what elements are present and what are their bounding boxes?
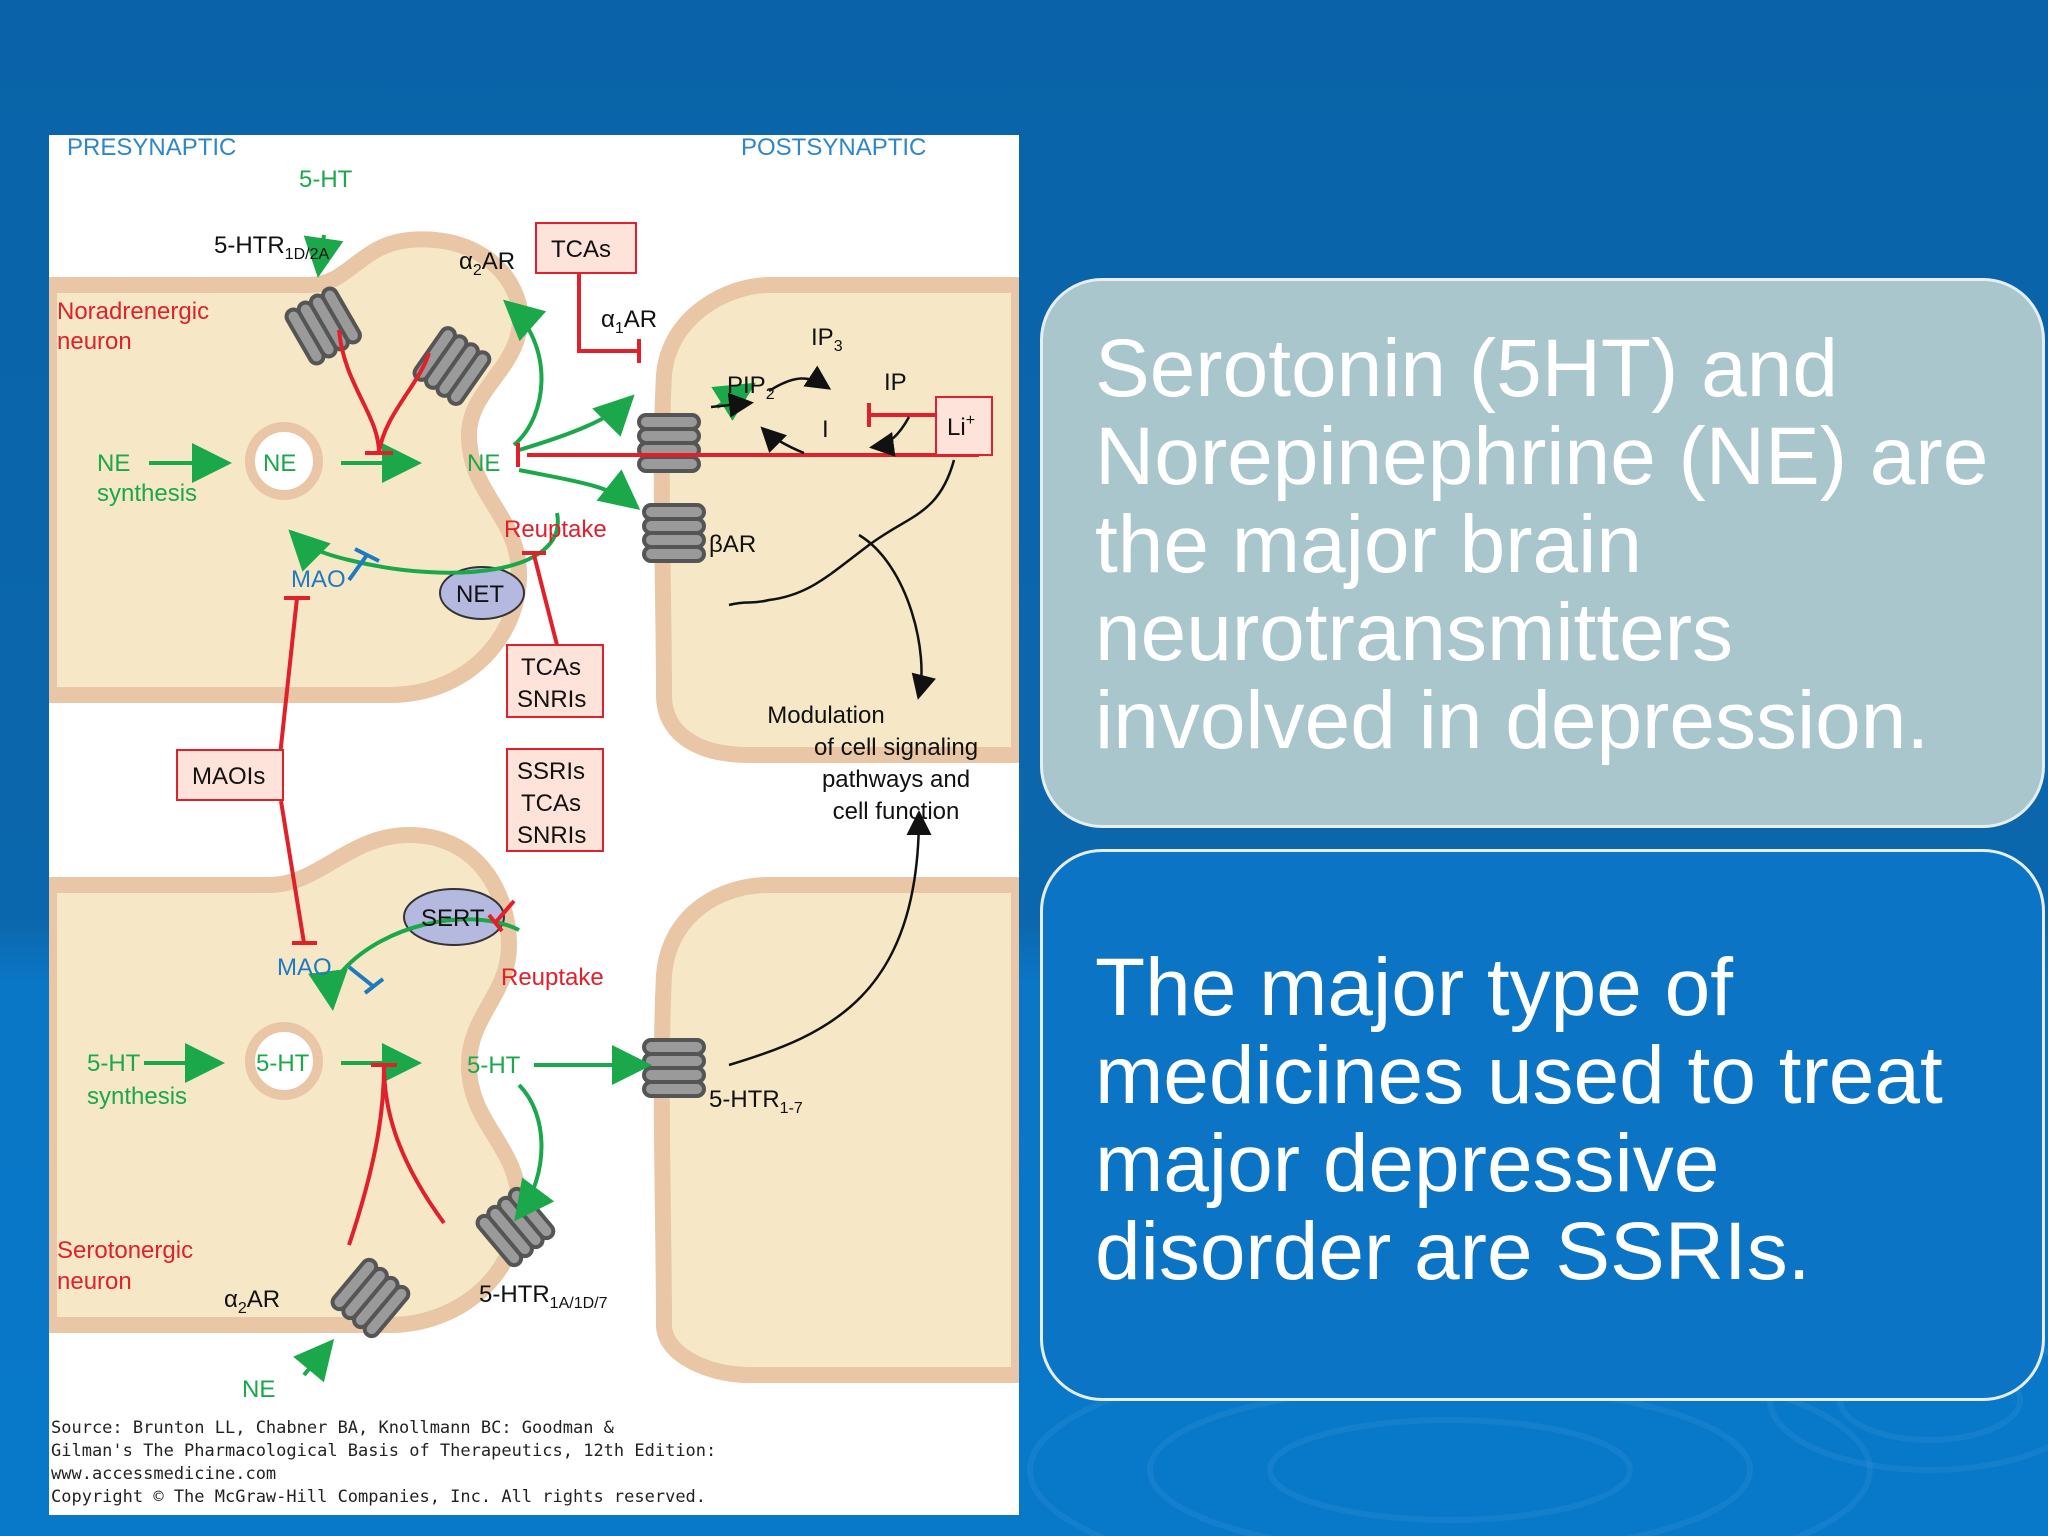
modulation-label-4: cell function (833, 798, 960, 825)
li-box (935, 396, 993, 456)
mao-top-label: MAO (291, 566, 346, 593)
source-line: Source: Brunton LL, Chabner BA, Knollman… (51, 1418, 614, 1438)
ssris-label-2: TCAs (521, 790, 581, 817)
reuptake-bottom-label: Reuptake (501, 964, 604, 991)
sert-transporter-icon (403, 888, 505, 946)
serotonergic-label-1: Serotonergic (57, 1237, 193, 1264)
ip3-label: IP3 (811, 324, 843, 355)
modulation-label-1: Modulation (767, 702, 884, 729)
tcas-top-label: TCAs (551, 236, 611, 263)
ne-synthesis-label-2: synthesis (97, 480, 197, 507)
ssris-box (506, 748, 604, 852)
modulation-label-3: pathways and (822, 766, 970, 793)
a2ar-bottom-label: α2AR (224, 1286, 280, 1317)
bar-receptor-icon (642, 503, 706, 563)
sert-label: SERT (421, 905, 485, 932)
panel-neurotransmitters: Serotonin (5HT) and Norepinephrine (NE) … (1040, 278, 2045, 828)
a2ar-bottom-receptor-icon (330, 1257, 411, 1339)
mao-bottom-label: MAO (277, 954, 332, 981)
ht-synthesis-label-2: synthesis (87, 1083, 187, 1110)
ht-synthesis-label-1: 5-HT (87, 1050, 141, 1077)
diagram-figure: PRESYNAPTIC POSTSYNAPTIC 5-HT 5-HTR1D/2A… (49, 135, 1019, 1515)
ht-vesicle (245, 1022, 323, 1100)
tcas-top-box (535, 222, 637, 274)
reuptake-top-label: Reuptake (504, 516, 607, 543)
panel-ssris-text: The major type of medicines used to trea… (1095, 942, 1943, 1297)
ssris-label-3: SNRIs (517, 822, 586, 849)
panel-neurotransmitters-text: Serotonin (5HT) and Norepinephrine (NE) … (1095, 323, 1989, 766)
a2ar-top-label: α2AR (459, 248, 515, 279)
modulation-label-2: of cell signaling (814, 734, 978, 761)
presynaptic-label: PRESYNAPTIC (67, 135, 236, 161)
postsynaptic-label: POSTSYNAPTIC (741, 135, 926, 161)
ne-vesicle-label: NE (263, 450, 296, 477)
maois-box (176, 749, 284, 801)
noradrenergic-label-2: neuron (57, 328, 132, 355)
ip-label: IP (884, 369, 907, 396)
ne-bottom-label: NE (242, 1376, 275, 1403)
postsynaptic-neuron-top-shape (653, 277, 1019, 763)
li-label: Li+ (947, 412, 975, 441)
synapse-diagram: PRESYNAPTIC POSTSYNAPTIC 5-HT 5-HTR1D/2A… (49, 135, 1019, 1403)
i-label: I (822, 416, 829, 443)
source-line: www.accessmedicine.com (51, 1464, 277, 1484)
noradrenergic-label-1: Noradrenergic (57, 298, 209, 325)
a1ar-receptor-icon (637, 413, 701, 473)
ne-synthesis-label-1: NE (97, 450, 130, 477)
serotonergic-label-2: neuron (57, 1268, 132, 1295)
net-transporter-icon (439, 566, 525, 620)
tcas-snris-label-1: TCAs (521, 654, 581, 681)
ht-cleft-label: 5-HT (467, 1052, 521, 1079)
htr17-receptor-icon (642, 1038, 706, 1098)
ht-top-label: 5-HT (299, 166, 353, 193)
ne-cleft-label: NE (467, 450, 500, 477)
bar-label: βAR (709, 531, 756, 558)
a1ar-label: α1AR (601, 306, 657, 337)
panel-ssris: The major type of medicines used to trea… (1040, 849, 2045, 1401)
source-line: Gilman's The Pharmacological Basis of Th… (51, 1441, 717, 1461)
source-citation: Source: Brunton LL, Chabner BA, Knollman… (51, 1417, 1011, 1509)
tcas-snris-box (506, 644, 604, 718)
htr1a-label: 5-HTR1A/1D/7 (479, 1281, 608, 1312)
source-line: Copyright © The McGraw-Hill Companies, I… (51, 1487, 707, 1507)
ne-vesicle (245, 422, 323, 500)
pip2-label: PIP2 (727, 372, 775, 403)
maois-label: MAOIs (192, 763, 265, 790)
htr17-label: 5-HTR1-7 (709, 1086, 803, 1117)
ht-vesicle-label: 5-HT (256, 1050, 310, 1077)
postsynaptic-neuron-bottom-shape (653, 877, 1019, 1383)
htr1d2a-receptor-icon (284, 286, 362, 366)
tcas-snris-label-2: SNRIs (517, 686, 586, 713)
net-label: NET (456, 581, 504, 608)
ssris-label-1: SSRIs (517, 758, 585, 785)
htr1d2a-label: 5-HTR1D/2A (214, 232, 329, 263)
